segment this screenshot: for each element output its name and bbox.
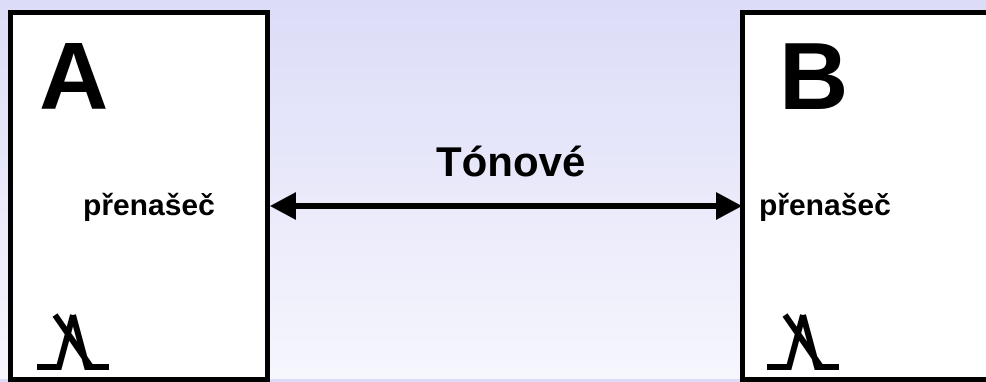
switch-icon (37, 313, 109, 370)
arrowhead-left (270, 192, 296, 220)
node-letter-b: B (779, 23, 849, 130)
node-box-a: A přenašeč (8, 10, 270, 382)
switch-icon (767, 313, 839, 370)
node-label-b: přenašeč (759, 189, 891, 222)
arrowhead-right (716, 192, 742, 220)
connection-label: Tónové (436, 138, 586, 185)
node-label-a: přenašeč (83, 189, 215, 222)
node-letter-a: A (39, 23, 109, 130)
node-box-b: B přenašeč (740, 10, 986, 382)
